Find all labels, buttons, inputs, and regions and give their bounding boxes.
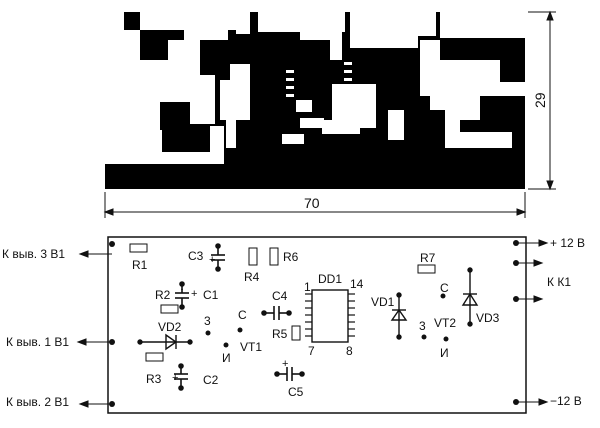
diode-vd2-label: VD2 [158, 320, 182, 334]
dimension-width [103, 192, 527, 218]
capacitor-c3-plus: + [209, 254, 215, 266]
transistor-vt2-pin-e: 3 [419, 319, 426, 333]
ic-pads [286, 62, 352, 97]
connection-right-top: + 12 В [550, 236, 585, 250]
resistor-r7-label: R7 [420, 251, 436, 265]
chip-dd1-pin1: 1 [304, 280, 311, 294]
transistor-vt2-pin-c: C [440, 281, 449, 295]
copper-gaps [105, 12, 525, 164]
right-connection-arrows [516, 239, 549, 406]
capacitors [174, 243, 305, 391]
dimension-width-label: 70 [304, 195, 320, 211]
capacitor-c5-plus: + [282, 358, 288, 370]
transistor-vt1-pin-i: И [222, 351, 231, 365]
resistor-r3-body [145, 352, 164, 362]
resistor-r3-label: R3 [146, 372, 162, 386]
resistor-r6-body [269, 247, 279, 266]
left-connection-arrows [76, 250, 112, 408]
connection-left-bottom: К выв. 2 В1 [6, 395, 69, 409]
placement-layer: К выв. 3 В1 К выв. 1 В1 К выв. 2 В1 + 12… [2, 236, 585, 414]
resistors [129, 243, 436, 362]
dimension-height-label: 29 [532, 92, 548, 108]
diode-vd1-label: VD1 [371, 295, 395, 309]
resistor-r2-label: R2 [155, 288, 171, 302]
capacitor-c1-label: C1 [203, 288, 219, 302]
copper-layer: 70 29 [103, 10, 556, 218]
chip-dd1-pin7: 7 [308, 344, 315, 358]
diodes [137, 267, 479, 351]
capacitor-c2-plus: + [172, 372, 178, 384]
chip-dd1-body [311, 289, 349, 343]
resistor-r6-label: R6 [283, 250, 299, 264]
connection-right-bottom: −12 В [550, 394, 582, 408]
resistor-r5-label: R5 [272, 327, 288, 341]
connection-right-group: К К1 [547, 275, 571, 289]
capacitor-c3-label: C3 [188, 249, 204, 263]
resistor-r4-body [248, 247, 258, 266]
capacitor-c2-label: C2 [203, 373, 219, 387]
resistor-r2-body [160, 304, 179, 314]
connection-left-mid: К выв. 1 В1 [6, 335, 69, 349]
resistor-r7-body [417, 264, 436, 274]
transistor-vt1-label: VT1 [240, 340, 262, 354]
chip-dd1-pins [305, 293, 355, 337]
chip-dd1 [305, 289, 355, 343]
capacitor-c4-label: C4 [272, 289, 288, 303]
transistor-vt1-pin-c: C [238, 308, 247, 322]
resistor-r1-body [129, 243, 148, 253]
dimension-height [528, 10, 556, 191]
placement-board-outline [107, 236, 527, 414]
resistor-r4-label: R4 [244, 270, 260, 284]
copper-tracks [266, 40, 312, 164]
transistor-pads [205, 293, 449, 348]
chip-dd1-label: DD1 [318, 272, 342, 286]
chip-dd1-pin14: 14 [350, 277, 364, 291]
transistor-vt2-pin-i: И [440, 346, 449, 360]
transistor-vt1-pin-e: 3 [204, 314, 211, 328]
connection-left-top: К выв. 3 В1 [2, 247, 65, 261]
corner-holes [109, 240, 519, 407]
resistor-r1-label: R1 [132, 258, 148, 272]
chip-dd1-pin8: 8 [346, 344, 353, 358]
resistor-r5-body [291, 325, 301, 341]
diode-vd3-label: VD3 [476, 311, 500, 325]
capacitor-c5-label: C5 [288, 385, 304, 399]
transistor-vt2-label: VT2 [434, 316, 456, 330]
capacitor-c1-plus: + [191, 288, 197, 300]
